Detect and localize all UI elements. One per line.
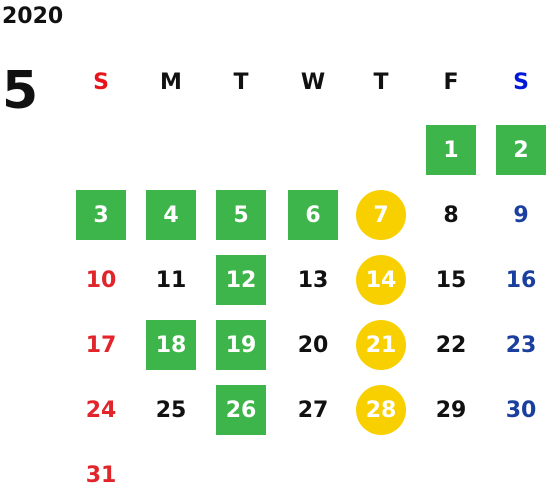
day-1[interactable]: 1 xyxy=(426,125,476,175)
day-24[interactable]: 24 xyxy=(85,397,117,423)
day-11[interactable]: 11 xyxy=(155,267,187,293)
day-10[interactable]: 10 xyxy=(85,267,117,293)
day-9[interactable]: 9 xyxy=(513,202,529,228)
day-8[interactable]: 8 xyxy=(443,202,459,228)
day-31[interactable]: 31 xyxy=(85,462,117,488)
day-30[interactable]: 30 xyxy=(505,397,537,423)
weekday-header: W xyxy=(300,69,326,95)
year-label: 2020 xyxy=(2,4,64,29)
day-15[interactable]: 15 xyxy=(435,267,467,293)
day-4[interactable]: 4 xyxy=(146,190,196,240)
day-20[interactable]: 20 xyxy=(297,332,329,358)
day-22[interactable]: 22 xyxy=(435,332,467,358)
day-16[interactable]: 16 xyxy=(505,267,537,293)
day-29[interactable]: 29 xyxy=(435,397,467,423)
weekday-header: T xyxy=(233,69,249,95)
weekday-header: F xyxy=(443,69,459,95)
day-26[interactable]: 26 xyxy=(216,385,266,435)
day-25[interactable]: 25 xyxy=(155,397,187,423)
day-5[interactable]: 5 xyxy=(216,190,266,240)
day-18[interactable]: 18 xyxy=(146,320,196,370)
day-27[interactable]: 27 xyxy=(297,397,329,423)
day-23[interactable]: 23 xyxy=(505,332,537,358)
day-13[interactable]: 13 xyxy=(297,267,329,293)
day-12[interactable]: 12 xyxy=(216,255,266,305)
weekday-header: S xyxy=(93,69,109,95)
day-14[interactable]: 14 xyxy=(356,255,406,305)
day-21[interactable]: 21 xyxy=(356,320,406,370)
day-6[interactable]: 6 xyxy=(288,190,338,240)
day-2[interactable]: 2 xyxy=(496,125,546,175)
day-7[interactable]: 7 xyxy=(356,190,406,240)
weekday-header: M xyxy=(160,69,182,95)
month-number: 5 xyxy=(2,61,39,121)
weekday-header: S xyxy=(513,69,529,95)
day-19[interactable]: 19 xyxy=(216,320,266,370)
day-3[interactable]: 3 xyxy=(76,190,126,240)
day-17[interactable]: 17 xyxy=(85,332,117,358)
weekday-header: T xyxy=(373,69,389,95)
day-28[interactable]: 28 xyxy=(356,385,406,435)
